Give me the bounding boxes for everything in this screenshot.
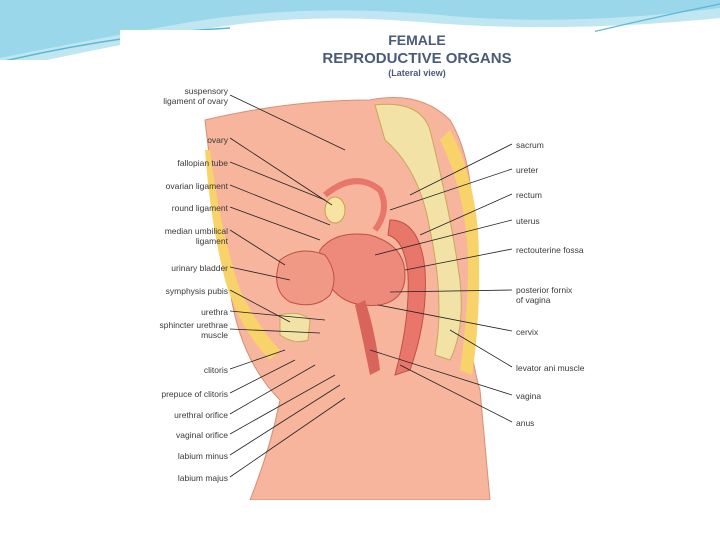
diagram-title-line1: FEMALE [388,32,446,48]
label-rectouterine: rectouterine fossa [516,245,584,255]
leader-prepuce [229,359,296,394]
label-levator: levator ani muscle [516,363,585,373]
label-urinary-bladder: urinary bladder [171,263,228,273]
leader-lines [229,94,513,478]
rectum-shape [387,219,426,376]
leader-sacrum [409,143,513,196]
leader-round [229,206,321,241]
leader-sphincter [229,328,321,334]
leader-ureter [389,168,513,211]
vagina-shape [355,300,380,375]
leader-suspensory [229,94,346,151]
leader-clitoris [229,349,286,370]
label-suspensory: suspensory ligament of ovary [163,86,228,106]
label-clitoris: clitoris [203,365,228,375]
label-sphincter: sphincter urethrae muscle [159,320,228,340]
label-cervix: cervix [516,327,539,337]
leader-bladder [229,266,291,281]
leader-rectum [419,193,513,236]
label-urethra: urethra [201,307,228,317]
label-ovary: ovary [207,135,228,145]
fat-layer-back [440,130,480,375]
label-uterus: uterus [516,216,540,226]
leader-urethral-orifice [229,364,316,415]
sacrum-shape [374,103,462,361]
diagram-title-line2: REPRODUCTIVE ORGANS [322,50,512,67]
label-sacrum: sacrum [516,140,544,150]
label-posterior-fornix: posterior fornix of vagina [516,285,573,305]
leader-uterus [374,219,513,256]
label-median-umbilical: median umbilical ligament [164,226,228,246]
leader-median [229,229,286,266]
label-round-ligament: round ligament [171,203,228,213]
leader-cervix [377,304,513,332]
label-ovarian-ligament: ovarian ligament [165,181,228,191]
label-symphysis: symphysis pubis [165,286,228,296]
label-vaginal-orifice: vaginal orifice [176,430,228,440]
label-fallopian: fallopian tube [177,158,228,168]
label-ureter: ureter [516,165,539,175]
leader-symphysis [229,289,291,323]
leader-vaginal-orifice [229,374,336,435]
label-vagina: vagina [516,391,542,401]
label-labium-majus: labium majus [177,473,228,483]
leader-labium-minus [229,384,341,456]
label-anus: anus [516,418,535,428]
label-prepuce: prepuce of clitoris [161,389,228,399]
leader-vagina [369,349,513,396]
leader-fallopian [229,161,326,201]
leader-levator [449,329,513,368]
leader-ovary [229,137,333,206]
fat-layer-front [205,150,280,360]
diagram-panel: FEMALE REPRODUCTIVE ORGANS (Lateral view… [120,30,595,500]
bladder-shape [276,250,335,306]
anatomy-illustration [204,97,491,500]
label-labium-minus: labium minus [177,451,228,461]
leader-posterior-fornix [389,289,513,293]
diagram-subtitle: (Lateral view) [388,68,446,78]
leader-rectouterine [404,248,513,271]
label-urethral-orifice: urethral orifice [174,410,228,420]
leader-labium-majus [229,397,346,478]
fallopian-shape [323,178,387,232]
leader-anus [399,364,513,423]
leader-urethra [229,310,326,321]
label-rectum: rectum [516,190,542,200]
leader-ovarian [229,184,331,226]
